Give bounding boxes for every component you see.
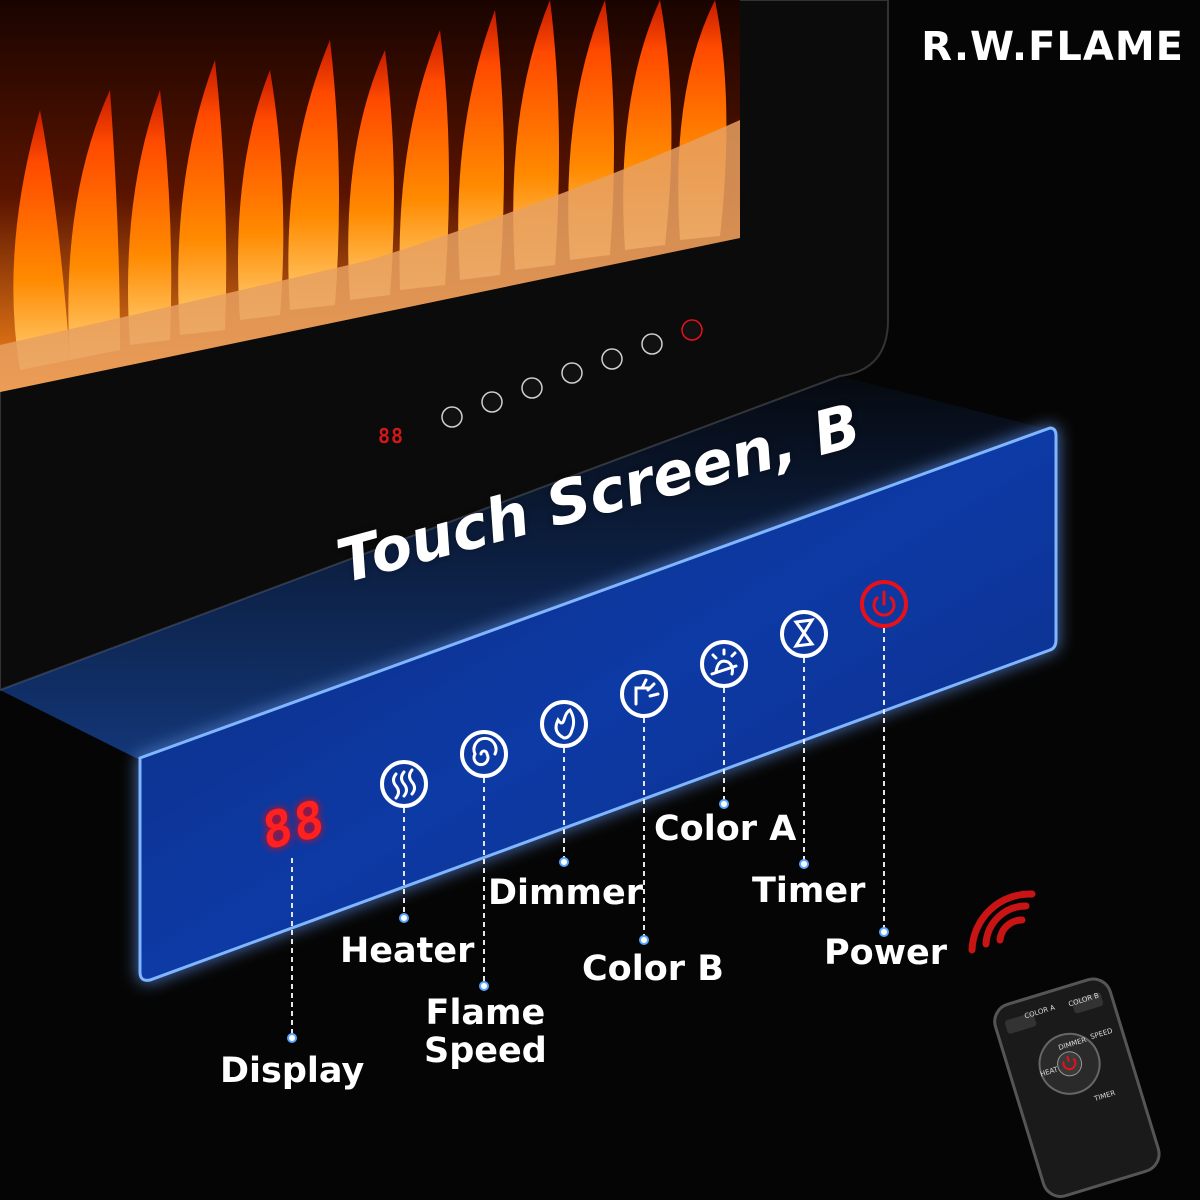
label-heater: Heater [340, 931, 475, 971]
fireplace-unit [0, 0, 889, 692]
color-b-icon [634, 678, 660, 706]
mini-control-strip [441, 319, 703, 428]
mini-display-readout: 88 [378, 424, 405, 448]
remote-signal-icon [968, 890, 1036, 954]
color-b-button[interactable] [620, 670, 668, 718]
label-power: Power [824, 933, 948, 973]
panel-icons [392, 590, 896, 800]
timer-button[interactable] [780, 610, 828, 658]
heater-icon [392, 768, 416, 800]
flame-speed-button[interactable] [460, 730, 508, 778]
heater-button[interactable] [380, 760, 428, 808]
label-flame-speed: Flame Speed [424, 993, 547, 1071]
brand-logo: R.W.FLAME [921, 24, 1184, 70]
dimmer-button[interactable] [540, 700, 588, 748]
label-color-a: Color A [654, 809, 797, 849]
projection-beam [0, 376, 1050, 760]
leader-dots [287, 799, 889, 1043]
panel-buttons [380, 580, 908, 808]
remote-control [993, 977, 1161, 1198]
label-timer: Timer [752, 871, 866, 911]
label-display: Display [220, 1051, 365, 1091]
dimmer-icon [554, 708, 576, 740]
label-dimmer: Dimmer [488, 873, 643, 913]
leader-lines [291, 628, 885, 1034]
label-color-b: Color B [582, 949, 724, 989]
power-icon [872, 590, 896, 617]
power-button[interactable] [860, 580, 908, 628]
flames [13, 0, 727, 370]
touch-panel [138, 426, 1058, 982]
color-a-button[interactable] [700, 640, 748, 688]
timer-icon [793, 618, 815, 648]
flame-speed-icon [472, 736, 498, 767]
color-a-icon [710, 648, 738, 676]
